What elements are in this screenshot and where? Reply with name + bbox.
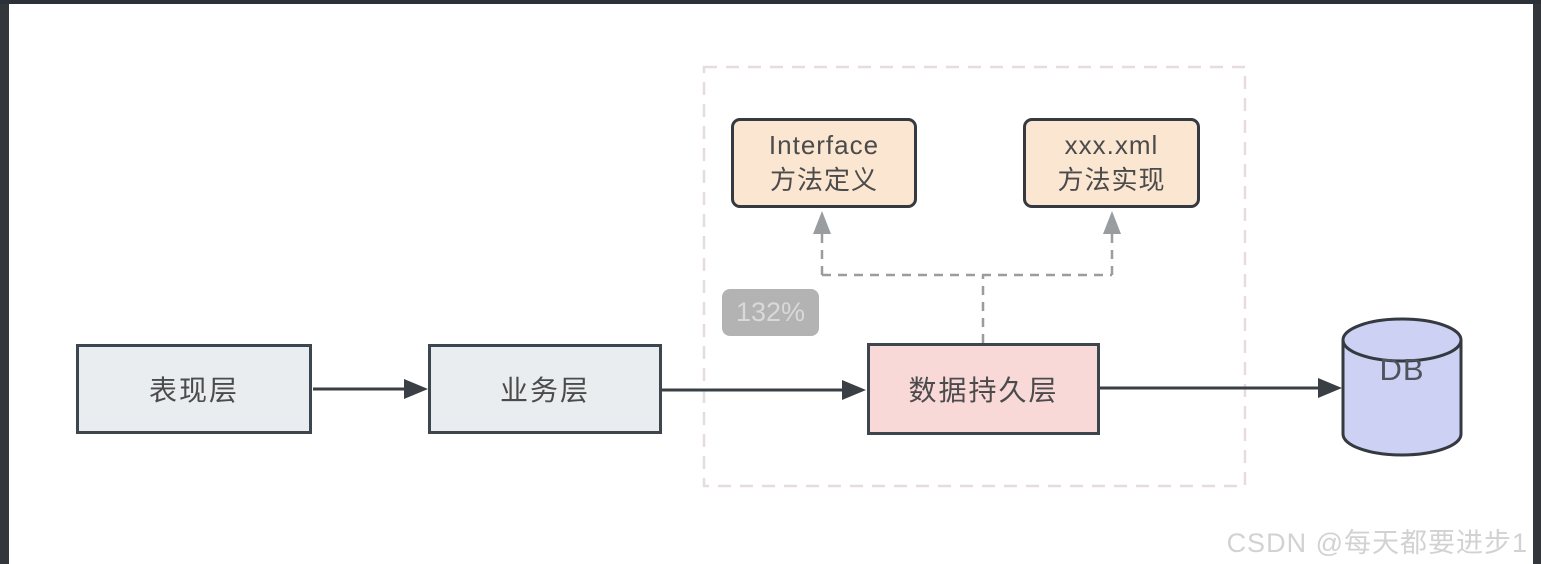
node-label: 表现层 xyxy=(148,375,239,406)
arrow-presentation-to-business xyxy=(313,379,428,399)
arrowhead-up-icon xyxy=(813,211,831,234)
arrowhead-up-icon xyxy=(1103,211,1121,234)
zoom-level-value: 132% xyxy=(735,297,806,327)
node-presentation-layer: 表现层 xyxy=(76,344,312,434)
node-label-line1: xxx.xml xyxy=(1064,129,1159,160)
arrowhead-right-icon xyxy=(842,380,866,400)
window-edge-top xyxy=(0,0,1541,4)
node-persistence-layer: 数据持久层 xyxy=(867,343,1100,435)
dashed-connector-persistence-to-mappers xyxy=(820,233,1114,343)
zoom-level-badge: 132% xyxy=(722,289,819,336)
arrowhead-right-icon xyxy=(404,379,428,399)
db-label: DB xyxy=(1379,352,1425,387)
node-label: 数据持久层 xyxy=(908,375,1059,406)
csdn-watermark: CSDN @每天都要进步1 xyxy=(1226,528,1528,558)
arrow-persistence-to-db xyxy=(1100,378,1342,398)
db-cylinder-icon xyxy=(1341,317,1463,457)
mybatis-region-dashed-border xyxy=(702,65,1247,488)
node-label: 业务层 xyxy=(499,375,590,406)
window-edge-left xyxy=(0,0,9,564)
node-business-layer: 业务层 xyxy=(428,344,662,434)
node-interface-definition: Interface 方法定义 xyxy=(731,118,917,208)
node-label-line2: 方法实现 xyxy=(1057,165,1166,195)
window-edge-right xyxy=(1533,0,1541,564)
node-label-line1: Interface xyxy=(768,129,880,160)
node-label-line2: 方法定义 xyxy=(769,165,878,195)
node-xml-implementation: xxx.xml 方法实现 xyxy=(1023,118,1200,208)
arrowhead-right-icon xyxy=(1318,378,1342,398)
arrow-business-to-persistence xyxy=(662,380,866,400)
